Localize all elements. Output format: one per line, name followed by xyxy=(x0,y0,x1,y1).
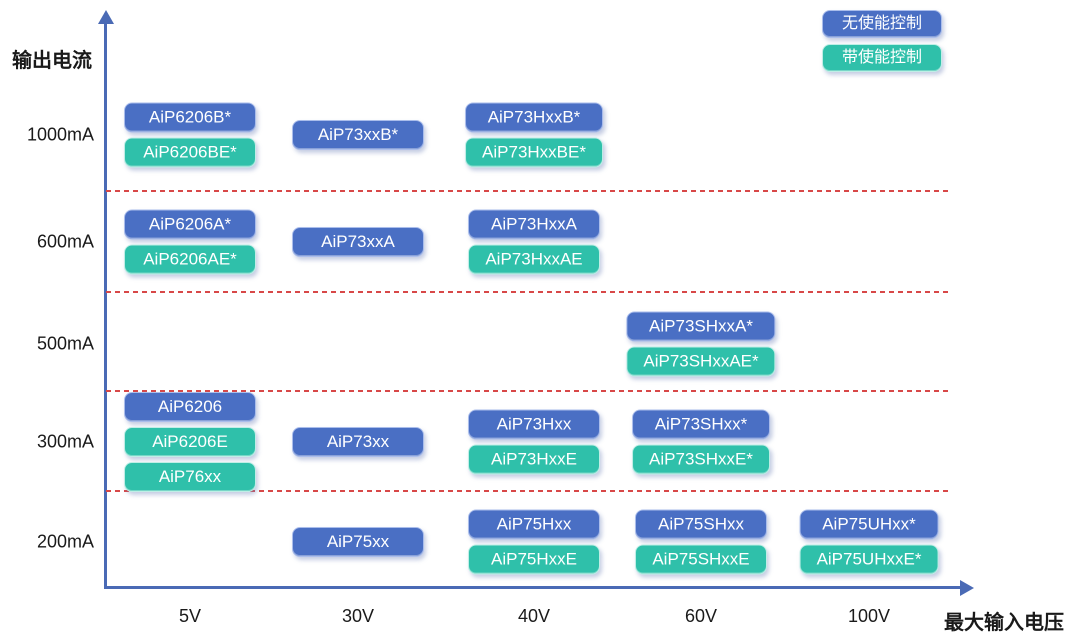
product-chip: AiP75UHxxE* xyxy=(799,544,939,575)
product-chip: AiP75SHxx xyxy=(635,509,767,540)
chip-group-100V-200mA: AiP75UHxx* AiP75UHxxE* xyxy=(799,509,939,575)
product-chip: AiP75Hxx xyxy=(468,509,600,540)
product-chip: AiP76xx xyxy=(124,462,256,492)
product-chip: AiP75UHxx* xyxy=(799,509,939,540)
product-chip: AiP73SHxxE* xyxy=(632,444,770,475)
chip-group-30V-1000mA: AiP73xxB* xyxy=(292,120,424,150)
y-tick-label: 200mA xyxy=(36,531,94,552)
product-chip: AiP6206B* xyxy=(124,102,256,133)
x-tick-label: 100V xyxy=(847,606,891,626)
y-axis-title: 输出电流 xyxy=(12,50,92,72)
chip-group-40V-1000mA: AiP73HxxB* AiP73HxxBE* xyxy=(465,102,603,168)
row-separator-dashed-line xyxy=(106,291,952,293)
product-chip: AiP75SHxxE xyxy=(635,544,767,575)
chip-group-60V-500mA: AiP73SHxxA* AiP73SHxxAE* xyxy=(626,311,776,377)
x-tick-label: 60V xyxy=(684,606,718,626)
y-tick-label: 500mA xyxy=(36,333,94,354)
product-chip: AiP73xx xyxy=(292,427,424,457)
product-chip: AiP6206E xyxy=(124,427,256,457)
product-chip: AiP73xxB* xyxy=(292,120,424,150)
legend: 无使能控制 带使能控制 xyxy=(822,10,942,72)
product-chip: AiP73Hxx xyxy=(468,409,600,440)
product-chip: AiP73SHxxAE* xyxy=(626,346,776,377)
product-chip: AiP6206BE* xyxy=(124,137,256,168)
product-chip: AiP6206 xyxy=(124,392,256,422)
product-chip: AiP75HxxE xyxy=(468,544,600,575)
product-chip: AiP73xxA xyxy=(292,227,424,257)
chip-group-5V-1000mA: AiP6206B* AiP6206BE* xyxy=(124,102,256,168)
chip-group-30V-300mA: AiP73xx xyxy=(292,427,424,457)
y-tick-label: 600mA xyxy=(36,231,94,252)
product-chip: AiP73HxxBE* xyxy=(465,137,603,168)
chip-group-60V-300mA: AiP73SHxx* AiP73SHxxE* xyxy=(632,409,770,475)
chip-group-30V-200mA: AiP75xx xyxy=(292,527,424,557)
legend-item-no-enable: 无使能控制 xyxy=(822,10,942,38)
product-chip: AiP73SHxx* xyxy=(632,409,770,440)
y-tick-label: 300mA xyxy=(36,431,94,452)
product-chip: AiP75xx xyxy=(292,527,424,557)
x-tick-label: 5V xyxy=(178,606,202,626)
chip-group-30V-600mA: AiP73xxA xyxy=(292,227,424,257)
product-chip: AiP73SHxxA* xyxy=(626,311,776,342)
x-tick-label: 30V xyxy=(341,606,375,626)
y-axis-line xyxy=(104,22,107,588)
row-separator-dashed-line xyxy=(106,190,952,192)
product-chip: AiP73HxxE xyxy=(468,444,600,475)
chip-group-5V-600mA: AiP6206A* AiP6206AE* xyxy=(124,209,256,275)
product-chip: AiP73HxxB* xyxy=(465,102,603,133)
x-axis-arrow-icon xyxy=(960,580,974,596)
y-axis-arrow-icon xyxy=(98,10,114,24)
product-chip: AiP6206AE* xyxy=(124,244,256,275)
product-chip: AiP6206A* xyxy=(124,209,256,240)
x-tick-label: 40V xyxy=(517,606,551,626)
x-axis-line xyxy=(104,586,962,589)
y-tick-label: 1000mA xyxy=(26,124,94,145)
chip-group-40V-600mA: AiP73HxxA AiP73HxxAE xyxy=(468,209,600,275)
legend-item-enable: 带使能控制 xyxy=(822,44,942,72)
row-separator-dashed-line xyxy=(106,490,952,492)
product-chip: AiP73HxxAE xyxy=(468,244,600,275)
product-chip: AiP73HxxA xyxy=(468,209,600,240)
x-axis-title: 最大输入电压 xyxy=(944,612,1064,634)
row-separator-dashed-line xyxy=(106,390,952,392)
